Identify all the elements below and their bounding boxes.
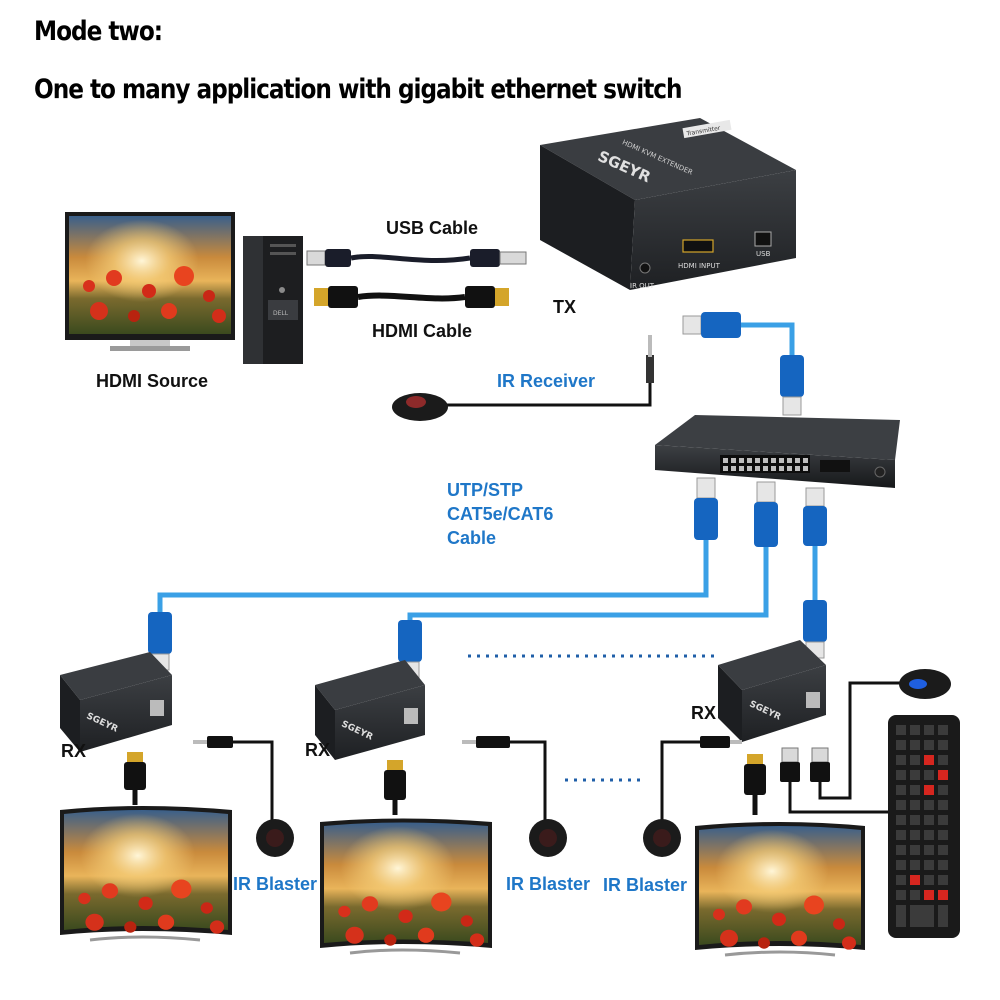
source-pc-tower: DELL [243, 236, 303, 364]
hdmi-cable-label: HDMI Cable [372, 321, 473, 341]
utp-label-line2: CAT5e/CAT6 [447, 504, 554, 524]
ir-blaster-cable-3 [660, 740, 700, 825]
mouse [899, 669, 951, 699]
mode-title: Mode two: [34, 16, 163, 47]
hdmi-source-label: HDMI Source [96, 371, 209, 391]
tx-port-usb: USB [756, 250, 771, 258]
ir-blaster-cable-2 [510, 740, 547, 825]
ir-blaster-label-3: IR Blaster [603, 875, 688, 895]
ir-blaster-label-1: IR Blaster [233, 874, 318, 894]
rx-unit-2: SGEYR [315, 660, 425, 760]
ir-blaster-cable-1 [232, 740, 274, 825]
ir-blaster-devices [256, 819, 681, 857]
rx-label-1: RX [61, 741, 87, 761]
usb-cable-illustration [306, 249, 527, 267]
tx-patch-cable [740, 322, 795, 360]
ir-receiver-label: IR Receiver [497, 371, 596, 391]
rx-monitor-3 [695, 822, 865, 957]
utp-label-line3: Cable [447, 528, 497, 548]
ir-receiver-device [392, 335, 654, 421]
pc-badge: DELL [273, 310, 289, 317]
gigabit-ethernet-switch [655, 415, 900, 488]
page-subtitle: One to many application with gigabit eth… [34, 74, 683, 105]
hdmi-cable-illustration [314, 286, 509, 308]
switch-downlink-connectors [694, 477, 827, 547]
rx-label-3: RX [691, 703, 717, 723]
usb-cable-label: USB Cable [386, 218, 479, 238]
keyboard-usb-cable [788, 780, 890, 814]
tx-label: TX [553, 297, 577, 317]
rx-unit-1: SGEYR [60, 652, 172, 752]
tx-unit: Transmitter SGEYR HDMI KVM EXTENDER IR O… [540, 118, 796, 290]
tx-port-hdmi-input: HDMI INPUT [678, 262, 721, 270]
rx-monitor-1 [60, 806, 232, 942]
rx-unit-3: SGEYR [718, 640, 826, 742]
rx2-ethernet-cable [407, 545, 769, 625]
tx-port-ir-out: IR OUT [630, 282, 655, 290]
rx-monitor-2 [320, 818, 492, 955]
utp-label-line1: UTP/STP [447, 480, 524, 500]
ir-receiver-cable [440, 380, 652, 407]
rx-label-2: RX [305, 740, 331, 760]
mouse-usb-cable [818, 681, 905, 800]
keyboard [888, 715, 960, 938]
ir-blaster-label-2: IR Blaster [506, 874, 591, 894]
source-monitor [65, 212, 235, 351]
usb-plugs [780, 747, 830, 782]
rx-hdmi-plugs [124, 752, 766, 800]
rx1-ethernet-cable [157, 540, 709, 620]
ir-blaster-jacks [193, 736, 742, 748]
tx-rj45-connector [682, 312, 741, 338]
switch-uplink-connector [780, 355, 804, 416]
